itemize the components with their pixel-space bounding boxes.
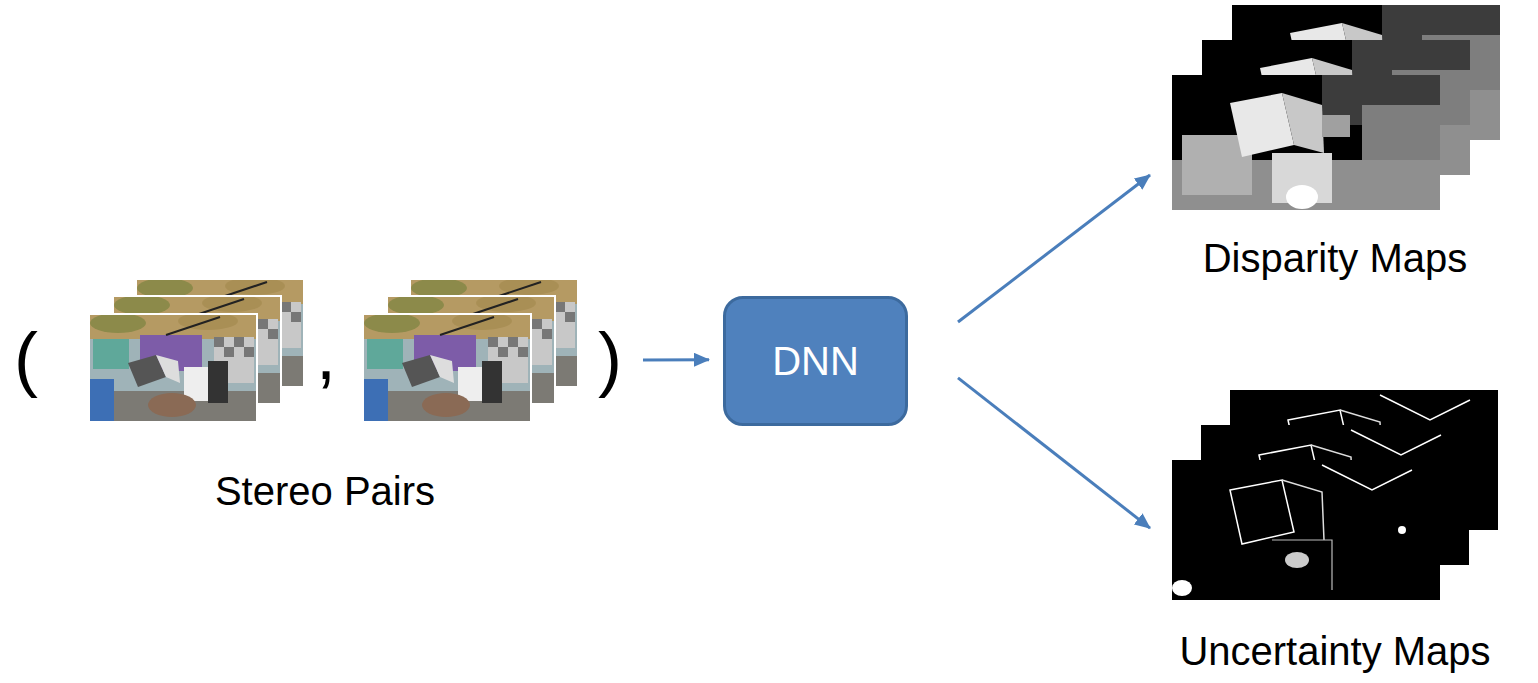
punctuation-mark: , xyxy=(316,318,336,390)
caption: Stereo Pairs xyxy=(215,468,435,514)
flow-arrow xyxy=(958,175,1150,322)
uncertainty-image xyxy=(1172,460,1440,600)
disparity-image xyxy=(1172,75,1440,210)
process-box: DNN xyxy=(723,296,908,426)
box-label: DNN xyxy=(772,338,859,384)
image-group: Uncertainty Maps xyxy=(1165,385,1505,680)
punctuation-mark: ( xyxy=(14,322,38,394)
flow-arrow xyxy=(958,378,1150,528)
caption: Uncertainty Maps xyxy=(1179,628,1490,674)
stereo-image xyxy=(88,312,258,423)
caption: Disparity Maps xyxy=(1203,235,1468,281)
stereo-image xyxy=(362,312,532,423)
punctuation-mark: ) xyxy=(598,322,622,394)
image-group: Disparity Maps xyxy=(1165,0,1505,285)
image-group: Stereo Pairs xyxy=(10,270,640,520)
flow-arrow xyxy=(643,358,709,361)
